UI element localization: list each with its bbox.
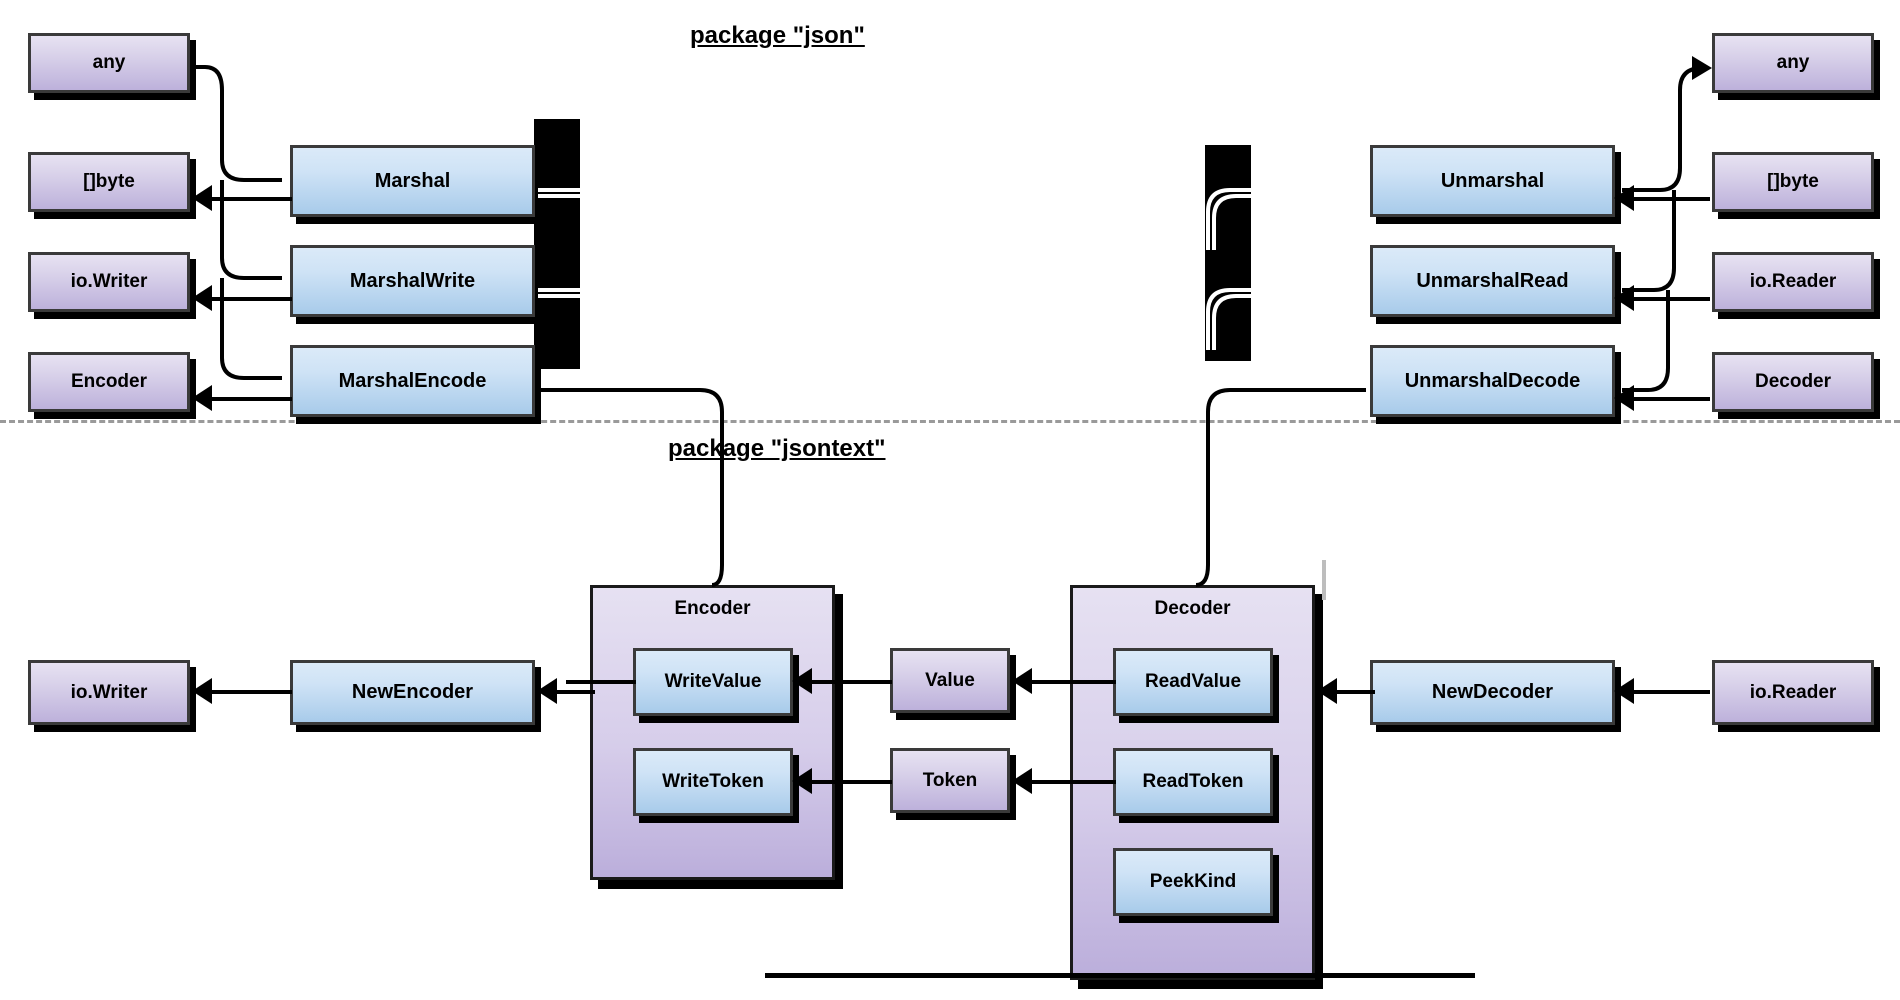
edge-bytes-to-unmarshal: [1622, 197, 1710, 201]
node-writetoken[interactable]: WriteToken: [633, 748, 793, 816]
node-marshalencode[interactable]: MarshalEncode: [290, 345, 535, 417]
group-encoder: Encoder: [590, 585, 835, 880]
edge-marshal-to-bytes: [200, 197, 292, 201]
arrowhead-decoder-to-unmarshaldecode: [1614, 385, 1634, 411]
node-unmarshalread[interactable]: UnmarshalRead: [1370, 245, 1615, 317]
package-title-jsontext: package "jsontext": [668, 435, 886, 463]
arrowhead-value-to-writevalue: [792, 668, 812, 694]
node-json-bytes-in[interactable]: []byte: [1712, 152, 1874, 212]
bottom-baseline: [765, 973, 1475, 978]
wire-any-to-marshal: [190, 65, 282, 182]
package-divider: [0, 420, 1900, 423]
node-label: WriteValue: [664, 671, 762, 692]
node-peekkind[interactable]: PeekKind: [1113, 848, 1273, 916]
group-decoder-title: Decoder: [1154, 598, 1231, 619]
node-label: UnmarshalDecode: [1404, 369, 1581, 392]
wire-any-to-marshalwrite: [220, 180, 282, 280]
node-newencoder[interactable]: NewEncoder: [290, 660, 535, 725]
arrowhead-marshalwrite-to-iowriter: [192, 285, 212, 311]
node-unmarshal[interactable]: Unmarshal: [1370, 145, 1615, 217]
node-label: UnmarshalRead: [1416, 269, 1569, 292]
arrowhead-ioreader-to-unmarshalread: [1614, 285, 1634, 311]
edge-value-to-writevalue: [800, 680, 892, 684]
node-json-encoder-type[interactable]: Encoder: [28, 352, 190, 412]
node-value[interactable]: Value: [890, 648, 1010, 713]
node-label: Marshal: [374, 169, 451, 192]
node-label: ReadValue: [1144, 671, 1242, 692]
edge-newdecoder-to-decodergroup: [1325, 690, 1375, 694]
node-label: ReadToken: [1142, 771, 1244, 792]
node-label: WriteToken: [662, 771, 764, 792]
edge-ioreader-to-unmarshalread: [1622, 297, 1710, 301]
node-readtoken[interactable]: ReadToken: [1113, 748, 1273, 816]
node-marshal[interactable]: Marshal: [290, 145, 535, 217]
node-json-any-in[interactable]: any: [28, 33, 190, 93]
node-label: NewDecoder: [1431, 681, 1554, 703]
edge-stub-readvalue-left: [1046, 680, 1116, 684]
arrowhead-ioreader-to-newdecoder: [1614, 678, 1634, 704]
node-writevalue[interactable]: WriteValue: [633, 648, 793, 716]
arrowhead-marshal-to-bytes: [192, 185, 212, 211]
node-token[interactable]: Token: [890, 748, 1010, 813]
node-label: []byte: [1767, 171, 1819, 192]
arrowhead-bytes-to-unmarshal: [1614, 185, 1634, 211]
arrowhead-into-any-right: [1692, 56, 1712, 80]
node-label: MarshalWrite: [349, 269, 476, 292]
arrowhead-token-to-writetoken: [792, 768, 812, 794]
decoder-group-top-tick: [1322, 560, 1326, 600]
wire-any-to-marshalencode: [220, 278, 282, 380]
node-label: any: [1776, 52, 1810, 73]
edge-decoder-to-unmarshaldecode: [1622, 397, 1710, 401]
artifact-left-solid-2: [534, 119, 580, 183]
edge-stub-writevalue-left: [566, 680, 636, 684]
edge-marshalencode-to-encoder: [200, 397, 292, 401]
node-newdecoder[interactable]: NewDecoder: [1370, 660, 1615, 725]
node-label: Encoder: [70, 371, 148, 392]
node-label: MarshalEncode: [338, 369, 487, 392]
edge-ioreader-to-newdecoder: [1622, 690, 1710, 694]
node-label: Decoder: [1754, 371, 1832, 392]
package-title-jsontext-text: package "jsontext": [668, 435, 886, 462]
node-jsontext-iowriter[interactable]: io.Writer: [28, 660, 190, 725]
edge-encodergroup-to-newencoder: [545, 690, 595, 694]
node-json-bytes-out[interactable]: []byte: [28, 152, 190, 212]
arrowhead-newencoder-to-iowriter: [192, 678, 212, 704]
node-json-ioreader[interactable]: io.Reader: [1712, 252, 1874, 312]
node-label: Value: [925, 669, 975, 691]
node-label: io.Writer: [70, 681, 148, 703]
package-title-json: package "json": [690, 22, 865, 50]
node-label: io.Reader: [1749, 271, 1837, 292]
edge-marshalwrite-to-iowriter: [200, 297, 292, 301]
package-title-json-text: package "json": [690, 22, 865, 49]
arrowhead-marshalencode-to-encoder: [192, 385, 212, 411]
node-readvalue[interactable]: ReadValue: [1113, 648, 1273, 716]
arrowhead-readtoken-to-token: [1012, 768, 1032, 794]
node-jsontext-ioreader[interactable]: io.Reader: [1712, 660, 1874, 725]
node-marshalwrite[interactable]: MarshalWrite: [290, 245, 535, 317]
edge-token-to-writetoken: [800, 780, 892, 784]
arrowhead-encodergroup-to-newencoder: [537, 678, 557, 704]
wire-unmarshal-to-any: [1622, 66, 1703, 192]
group-encoder-title: Encoder: [674, 598, 751, 619]
node-json-iowriter[interactable]: io.Writer: [28, 252, 190, 312]
node-label: any: [92, 52, 126, 73]
node-label: PeekKind: [1149, 871, 1237, 892]
node-json-any-out[interactable]: any: [1712, 33, 1874, 93]
node-label: io.Reader: [1749, 681, 1837, 703]
edge-stub-readtoken-left: [1046, 780, 1116, 784]
node-label: io.Writer: [70, 271, 148, 292]
node-label: Unmarshal: [1440, 169, 1545, 192]
arrowhead-readvalue-to-value: [1012, 668, 1032, 694]
node-label: Token: [922, 769, 978, 791]
artifact-right-solid: [1205, 145, 1251, 361]
edge-newencoder-to-iowriter: [200, 690, 292, 694]
node-label: []byte: [83, 171, 135, 192]
node-unmarshaldecode[interactable]: UnmarshalDecode: [1370, 345, 1615, 417]
arrowhead-newdecoder-to-decodergroup: [1317, 678, 1337, 704]
node-label: NewEncoder: [351, 681, 474, 703]
node-json-decoder-type[interactable]: Decoder: [1712, 352, 1874, 412]
